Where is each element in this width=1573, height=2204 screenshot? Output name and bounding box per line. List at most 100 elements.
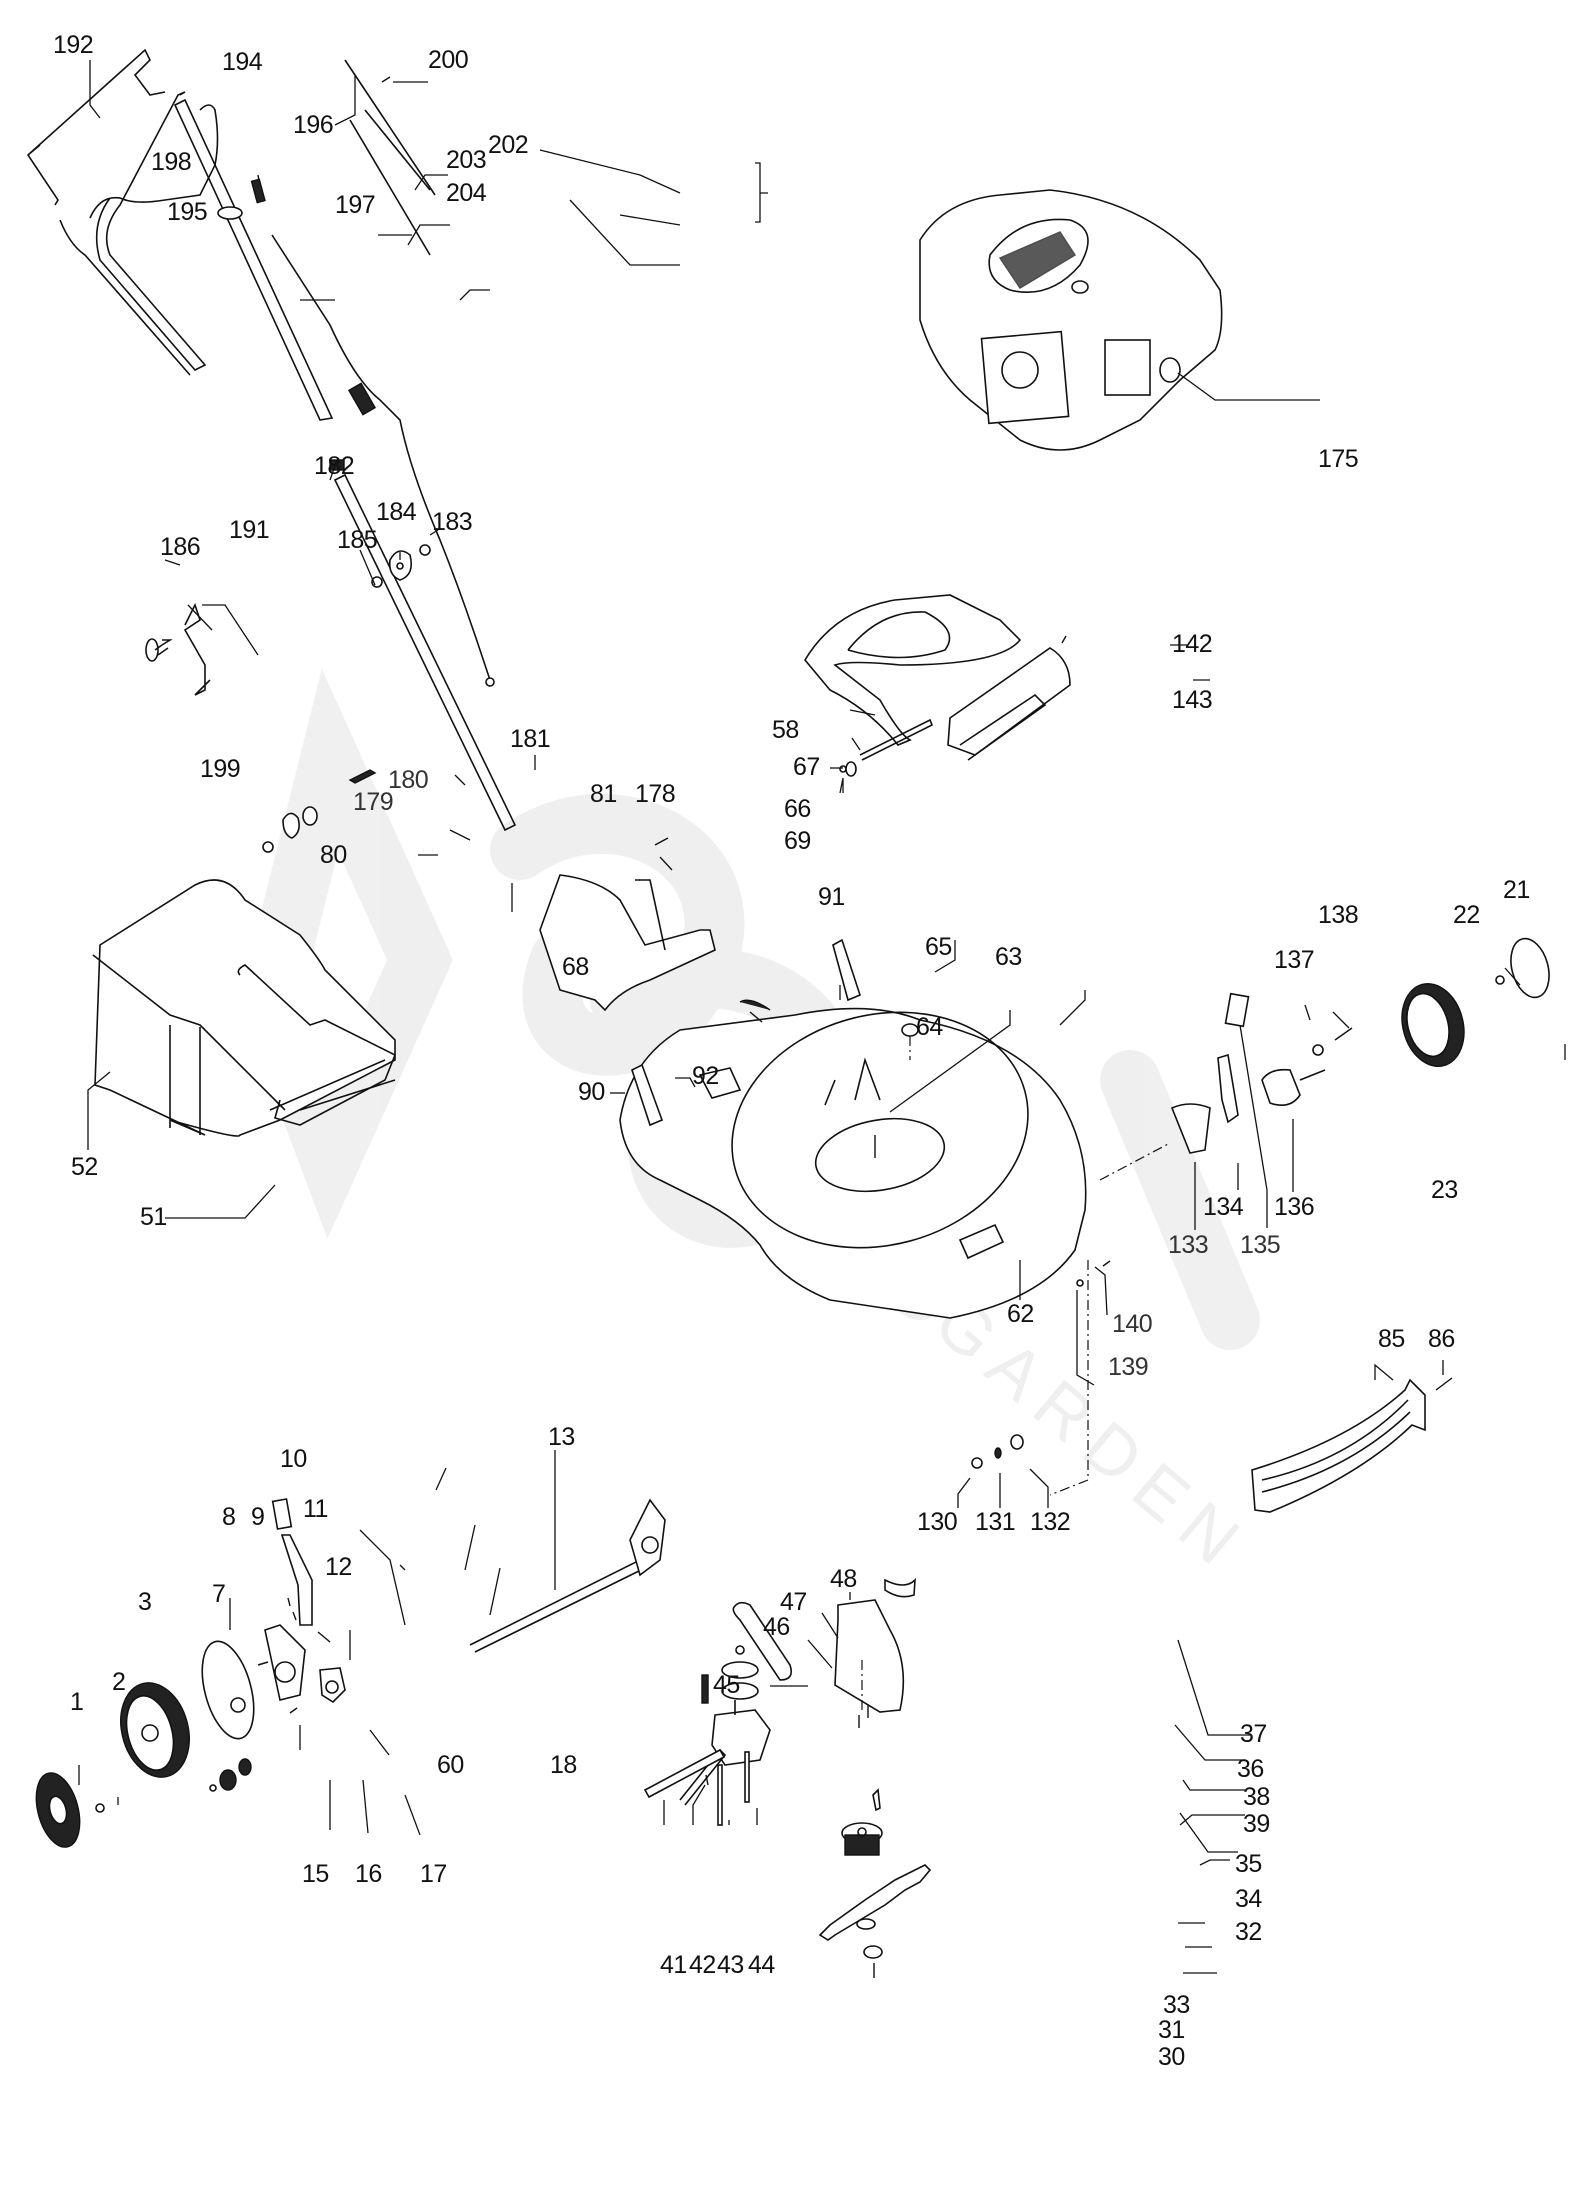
part-nut-47	[735, 1645, 745, 1655]
part-bolt-186	[145, 638, 173, 662]
callout-86: 86	[1428, 1325, 1455, 1353]
callout-184: 184	[376, 498, 417, 526]
part-rod-44	[744, 1751, 750, 1803]
part-nut-183	[419, 544, 431, 556]
callout-194: 194	[222, 48, 263, 76]
part-label-62	[958, 1223, 1005, 1260]
callout-204: 204	[446, 179, 487, 207]
part-nut-178	[262, 841, 274, 853]
callout-12: 12	[325, 1553, 352, 1581]
callout-90: 90	[578, 1078, 605, 1106]
callout-23: 23	[1431, 1176, 1458, 1204]
part-bracket-191	[183, 602, 211, 696]
part-upper-handle-192	[26, 48, 207, 376]
callout-192: 192	[53, 31, 94, 59]
callout-42: 42	[689, 1951, 716, 1979]
callout-63: 63	[995, 943, 1022, 971]
callout-65: 65	[925, 933, 952, 961]
part-belt-cover-36	[834, 1599, 905, 1713]
callout-58: 58	[772, 716, 799, 744]
part-throttle-cable-197	[271, 234, 495, 687]
callout-1: 1	[70, 1688, 84, 1716]
callout-183: 183	[432, 508, 473, 536]
part-gearbox	[679, 1700, 771, 1806]
part-bail-lever-194	[89, 104, 219, 219]
callout-198: 198	[151, 148, 192, 176]
part-nut-2	[95, 1803, 105, 1813]
callout-44: 44	[748, 1951, 775, 1979]
callout-186: 186	[160, 533, 201, 561]
callout-43: 43	[717, 1951, 744, 1979]
part-pin-12	[317, 1631, 331, 1643]
callout-180: 180	[388, 766, 429, 794]
part-nut-22	[1495, 975, 1505, 985]
callout-68: 68	[562, 953, 589, 981]
callout-202: 202	[488, 131, 529, 159]
callout-36: 36	[1237, 1755, 1264, 1783]
callout-203: 203	[446, 146, 487, 174]
callout-9: 9	[251, 1503, 265, 1531]
part-cable-202	[344, 59, 436, 256]
callout-60: 60	[437, 1751, 464, 1779]
part-washer-31	[863, 1945, 883, 1959]
callout-131: 131	[975, 1508, 1016, 1536]
callout-30: 30	[1158, 2043, 1185, 2071]
callout-15: 15	[302, 1860, 329, 1888]
part-drive-shaft-41	[643, 1748, 726, 1799]
callout-197: 197	[335, 191, 376, 219]
part-hubcap-1	[35, 1772, 81, 1848]
part-blade-adapter-34	[841, 1822, 883, 1856]
part-pulley-46	[721, 1661, 759, 1679]
part-screw-81	[654, 837, 669, 846]
callout-39: 39	[1243, 1810, 1270, 1838]
callout-134: 134	[1203, 1193, 1244, 1221]
callout-130: 130	[917, 1508, 958, 1536]
callout-38: 38	[1243, 1783, 1270, 1811]
part-bracket-90	[631, 1063, 664, 1127]
part-bracket-91	[832, 938, 861, 1002]
part-washer-137	[1312, 1044, 1324, 1056]
callout-139: 139	[1108, 1353, 1149, 1381]
leader-lines	[78, 60, 1566, 1974]
part-mower-deck-63	[619, 1007, 1087, 1319]
callout-48: 48	[830, 1565, 857, 1593]
part-washer-33	[856, 1918, 876, 1930]
part-blade-32	[818, 1864, 932, 1941]
callout-136: 136	[1274, 1193, 1315, 1221]
part-rear-guard-85	[1251, 1378, 1426, 1513]
callout-41: 41	[660, 1951, 687, 1979]
part-clip-15	[209, 1784, 217, 1792]
part-knob-184	[388, 550, 413, 581]
callout-91: 91	[818, 883, 845, 911]
callout-47: 47	[780, 1588, 807, 1616]
part-belt-48	[732, 1601, 793, 1681]
part-spring-68	[739, 999, 771, 1023]
part-clip-198	[217, 206, 243, 220]
callout-132: 132	[1030, 1508, 1071, 1536]
callout-16: 16	[355, 1860, 382, 1888]
callout-185: 185	[337, 526, 378, 554]
callout-22: 22	[1453, 901, 1480, 929]
callout-17: 17	[420, 1860, 447, 1888]
part-washer-69	[845, 761, 857, 777]
callout-182: 182	[314, 452, 355, 480]
callout-33: 33	[1163, 1991, 1190, 2019]
part-engine-175	[919, 189, 1223, 451]
callout-140: 140	[1112, 1310, 1153, 1338]
callout-32: 32	[1235, 1918, 1262, 1946]
callout-195: 195	[167, 198, 208, 226]
part-axle-13	[469, 1498, 666, 1653]
callout-69: 69	[784, 827, 811, 855]
part-handle-tube-195	[173, 98, 334, 421]
part-bag-frame-51	[237, 964, 397, 1126]
callout-181: 181	[510, 725, 551, 753]
part-hubcap-21	[1510, 937, 1550, 999]
callout-67: 67	[793, 753, 820, 781]
part-washer-132	[1010, 1434, 1024, 1450]
part-pin-9	[287, 1597, 291, 1607]
callout-46: 46	[763, 1613, 790, 1641]
part-spring-45	[701, 1674, 709, 1704]
callout-175: 175	[1318, 445, 1359, 473]
callout-31: 31	[1158, 2016, 1185, 2044]
